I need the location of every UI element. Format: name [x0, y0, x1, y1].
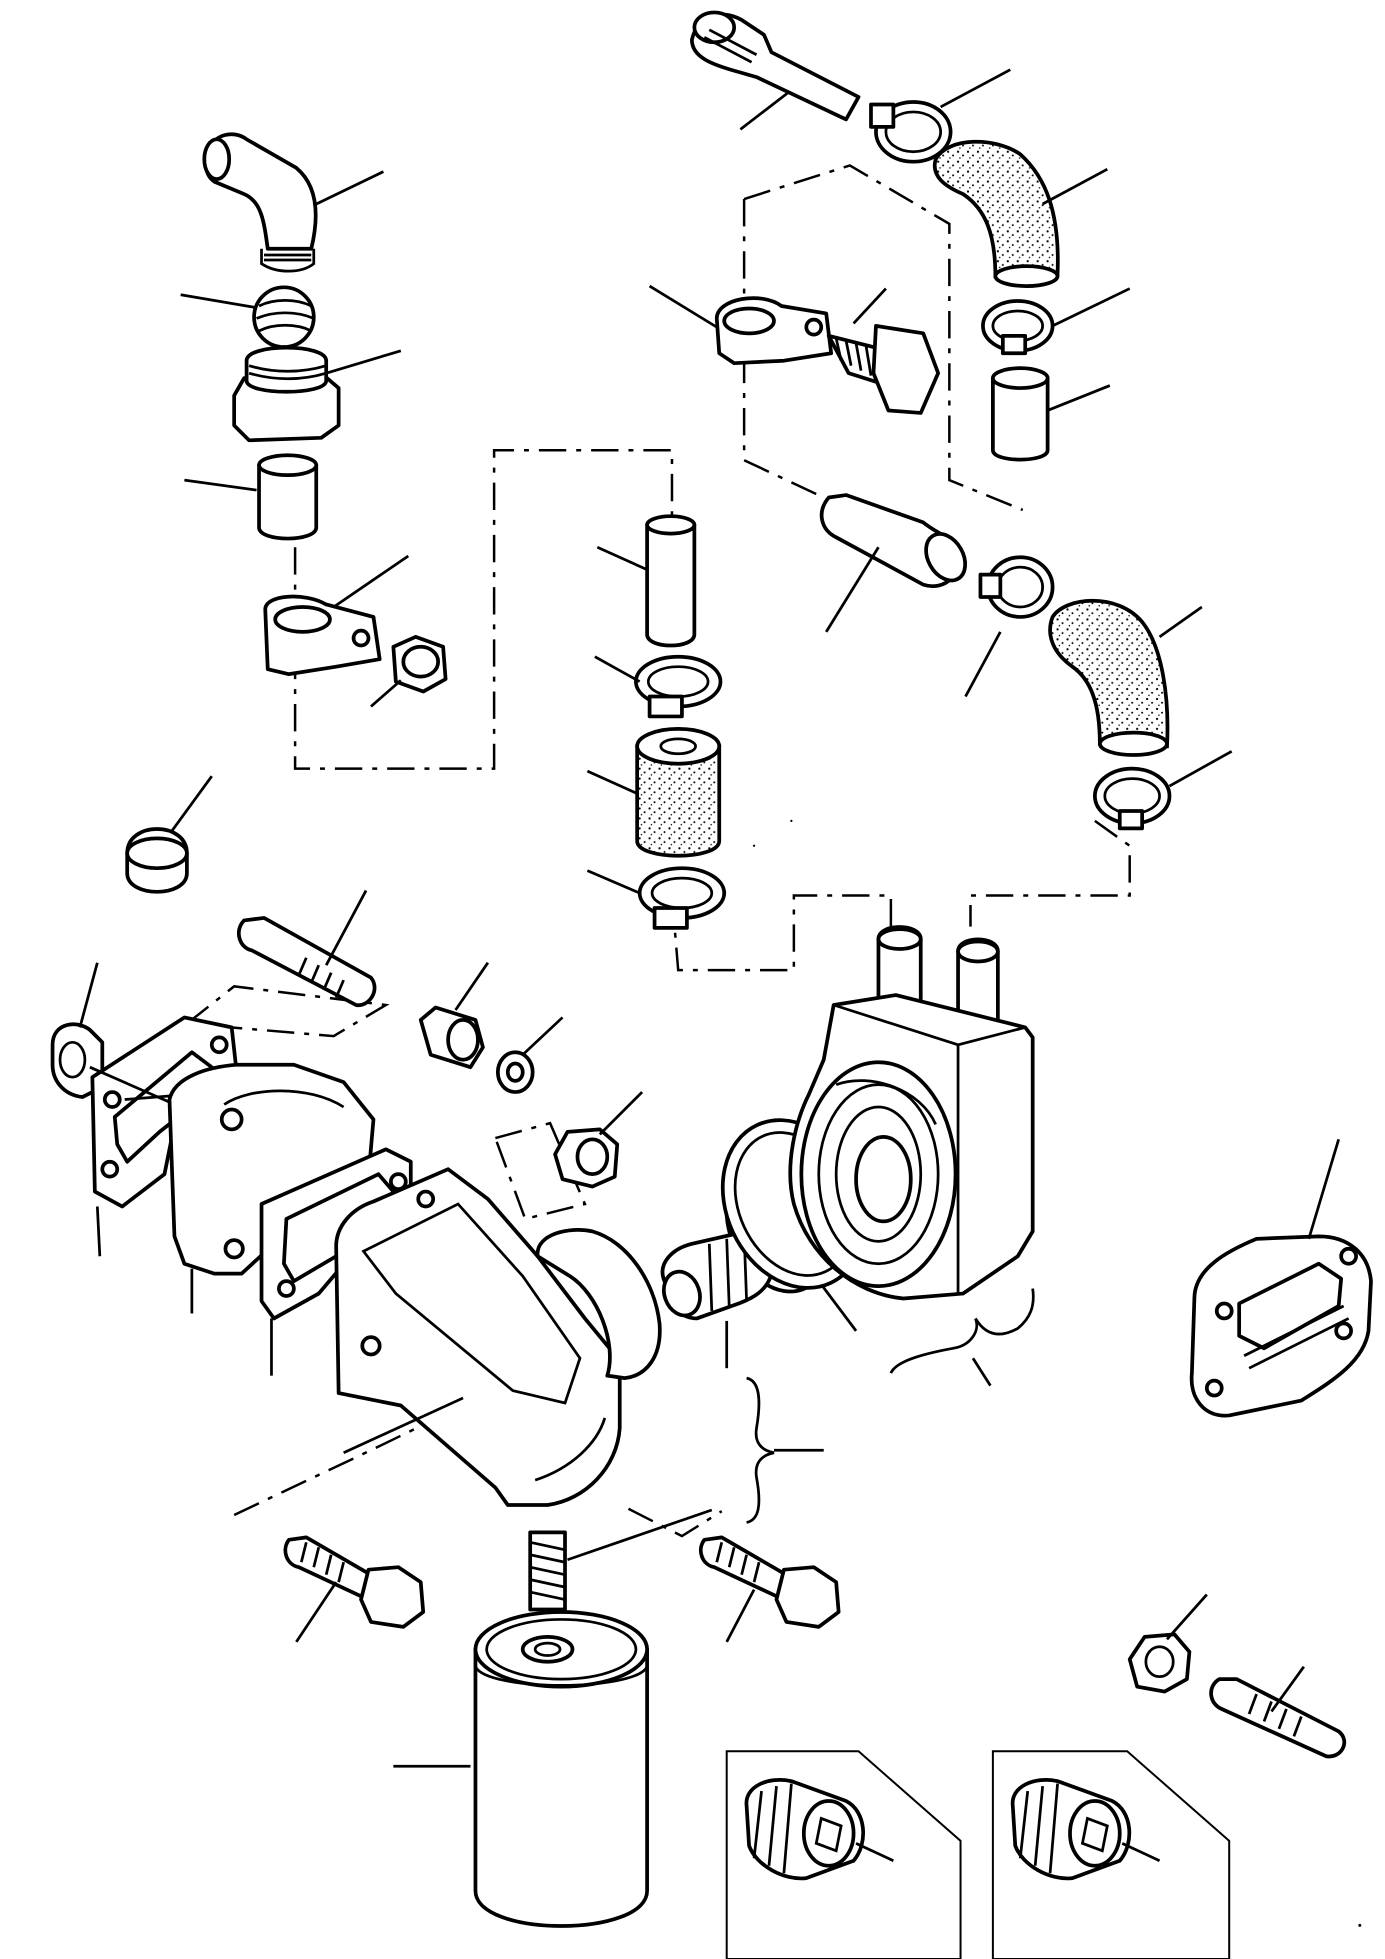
washer — [495, 1016, 564, 1094]
pipe-clamp-right — [648, 284, 834, 366]
oil-cooler — [788, 925, 1035, 1387]
bolt-left — [283, 1535, 426, 1643]
clamp-nut-left — [370, 634, 448, 708]
hose-elbow-top — [932, 139, 1108, 288]
hose-elbow-right — [1048, 599, 1203, 757]
hose-clamp-mid-right — [964, 555, 1055, 698]
filter-stud — [528, 1508, 713, 1612]
straight-hose — [819, 493, 968, 633]
spacer — [418, 961, 490, 1070]
plug-left — [50, 962, 105, 1099]
gasket-loose — [1189, 1138, 1373, 1418]
hose-clamp-lower-right — [1093, 750, 1233, 831]
pipe-clamp-left — [263, 554, 410, 677]
clamp-bolt — [826, 287, 941, 415]
oil-filter — [393, 1610, 649, 1928]
group-brace — [746, 1376, 824, 1524]
hose-center-speckled — [586, 727, 722, 858]
plug-box-1 — [725, 1750, 962, 1959]
plug-box-2 — [991, 1750, 1231, 1959]
tube-stub-right — [991, 366, 1111, 462]
tube-stub-center — [596, 514, 697, 648]
hose-connector-top — [690, 10, 861, 131]
adapter-nut — [232, 345, 402, 443]
tube-stub-left — [184, 453, 319, 541]
nut-center — [553, 1091, 644, 1189]
ferrule — [180, 285, 316, 349]
adapter-plate — [167, 1062, 376, 1314]
hose-clamp-center-upper — [594, 654, 723, 719]
hose-clamp-center-lower — [586, 866, 727, 930]
scan-specks — [752, 819, 1362, 1927]
bolt-right — [699, 1535, 841, 1643]
hose-clamp-top — [869, 68, 1011, 164]
stud-upper — [236, 889, 377, 1007]
cap-plug — [125, 775, 213, 894]
nut-lower-right — [1127, 1593, 1208, 1694]
filter-head — [334, 1167, 662, 1507]
hose-clamp-upper-right — [981, 287, 1131, 356]
elbow-fitting — [202, 132, 385, 273]
stud-lower-right — [1209, 1665, 1346, 1759]
